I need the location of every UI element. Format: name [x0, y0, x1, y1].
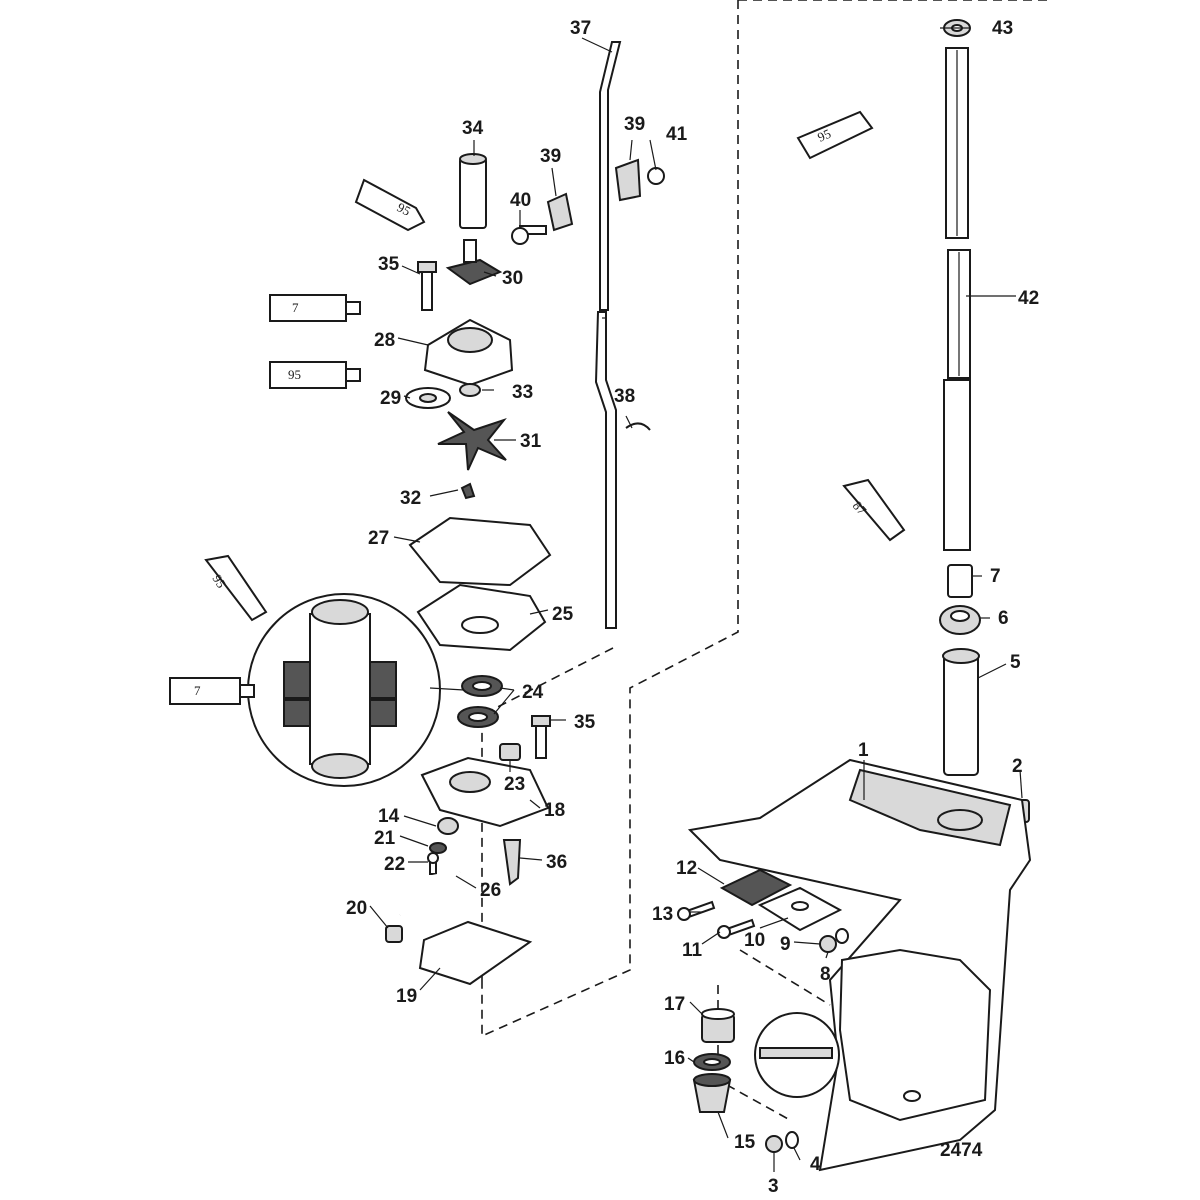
bushing-and-seal [939, 564, 981, 635]
callout-23: 23 [504, 774, 525, 795]
callout-33: 33 [512, 382, 533, 403]
callout-22: 22 [384, 854, 405, 875]
callout-27: 27 [368, 528, 389, 549]
callout-14: 14 [378, 806, 400, 827]
drain-plug [765, 1131, 799, 1153]
svg-text:95: 95 [288, 367, 301, 382]
plug-and-washer [819, 928, 849, 953]
tube-7-detail: 7 [169, 677, 255, 705]
callout-32: 32 [400, 488, 421, 509]
shift-linkage [511, 158, 665, 245]
callout-19: 19 [396, 986, 417, 1007]
leader-lines [369, 27, 1023, 1172]
callout-39: 39 [540, 146, 561, 167]
callout-2: 2 [1012, 756, 1023, 777]
clip-38 [625, 422, 651, 431]
callout-8: 8 [820, 964, 831, 985]
svg-text:7: 7 [194, 683, 201, 698]
cover-plates [719, 868, 843, 932]
callout-24: 24 [522, 682, 544, 703]
callout-31: 31 [520, 431, 542, 452]
detail-circle-right [754, 1012, 840, 1098]
drive-shaft-tube [942, 648, 980, 776]
pinion-gear-stack [692, 1008, 735, 1113]
callout-39: 39 [624, 114, 645, 135]
callout-21: 21 [374, 828, 396, 849]
callout-30: 30 [502, 268, 523, 289]
tube-95-right: 95 [796, 110, 874, 160]
callout-36: 36 [546, 852, 567, 873]
callout-20: 20 [346, 898, 367, 919]
callout-34: 34 [462, 118, 484, 139]
shift-shaft [594, 41, 622, 629]
callout-25: 25 [552, 604, 574, 625]
callout-42: 42 [1018, 288, 1039, 309]
svg-text:95: 95 [395, 199, 414, 218]
gear-housing [687, 758, 1032, 1172]
tube-95-detail: 95 [204, 554, 268, 622]
callouts: 37 43 42 39 41 39 40 34 35 30 28 29 33 3… [346, 18, 1039, 1197]
drive-shaft [943, 47, 971, 551]
tube-87-right: 87 [842, 478, 906, 542]
callout-28: 28 [374, 330, 395, 351]
detail-circle-left [247, 593, 441, 787]
callout-10: 10 [744, 930, 765, 951]
diagram-number: 2474 [940, 1140, 983, 1161]
callout-4: 4 [810, 1154, 821, 1175]
callout-38: 38 [614, 386, 635, 407]
callout-11: 11 [682, 940, 703, 961]
callout-37: 37 [570, 18, 591, 39]
sealant-tubes: 95 7 95 95 7 95 87 [169, 110, 906, 705]
svg-text:95: 95 [815, 126, 833, 145]
callout-9: 9 [780, 934, 791, 955]
callout-7: 7 [990, 566, 1001, 587]
callout-40: 40 [510, 190, 531, 211]
callout-43: 43 [992, 18, 1013, 39]
callout-13: 13 [652, 904, 673, 925]
callout-3: 3 [768, 1176, 779, 1197]
tube-95-left: 95 [269, 361, 361, 389]
tube-7-left: 7 [269, 294, 361, 322]
callout-35: 35 [378, 254, 400, 275]
callout-17: 17 [664, 994, 685, 1015]
callout-6: 6 [998, 608, 1009, 629]
callout-41: 41 [666, 124, 688, 145]
callout-16: 16 [664, 1048, 685, 1069]
callout-29: 29 [380, 388, 401, 409]
callout-35: 35 [574, 712, 596, 733]
tube-95-top-left: 95 [354, 178, 426, 232]
callout-26: 26 [480, 880, 501, 901]
screws [677, 900, 756, 939]
callout-15: 15 [734, 1132, 756, 1153]
callout-5: 5 [1010, 652, 1021, 673]
svg-text:7: 7 [292, 300, 299, 315]
water-pump-parts [385, 153, 552, 986]
callout-12: 12 [676, 858, 697, 879]
callout-1: 1 [858, 740, 869, 761]
callout-18: 18 [544, 800, 565, 821]
